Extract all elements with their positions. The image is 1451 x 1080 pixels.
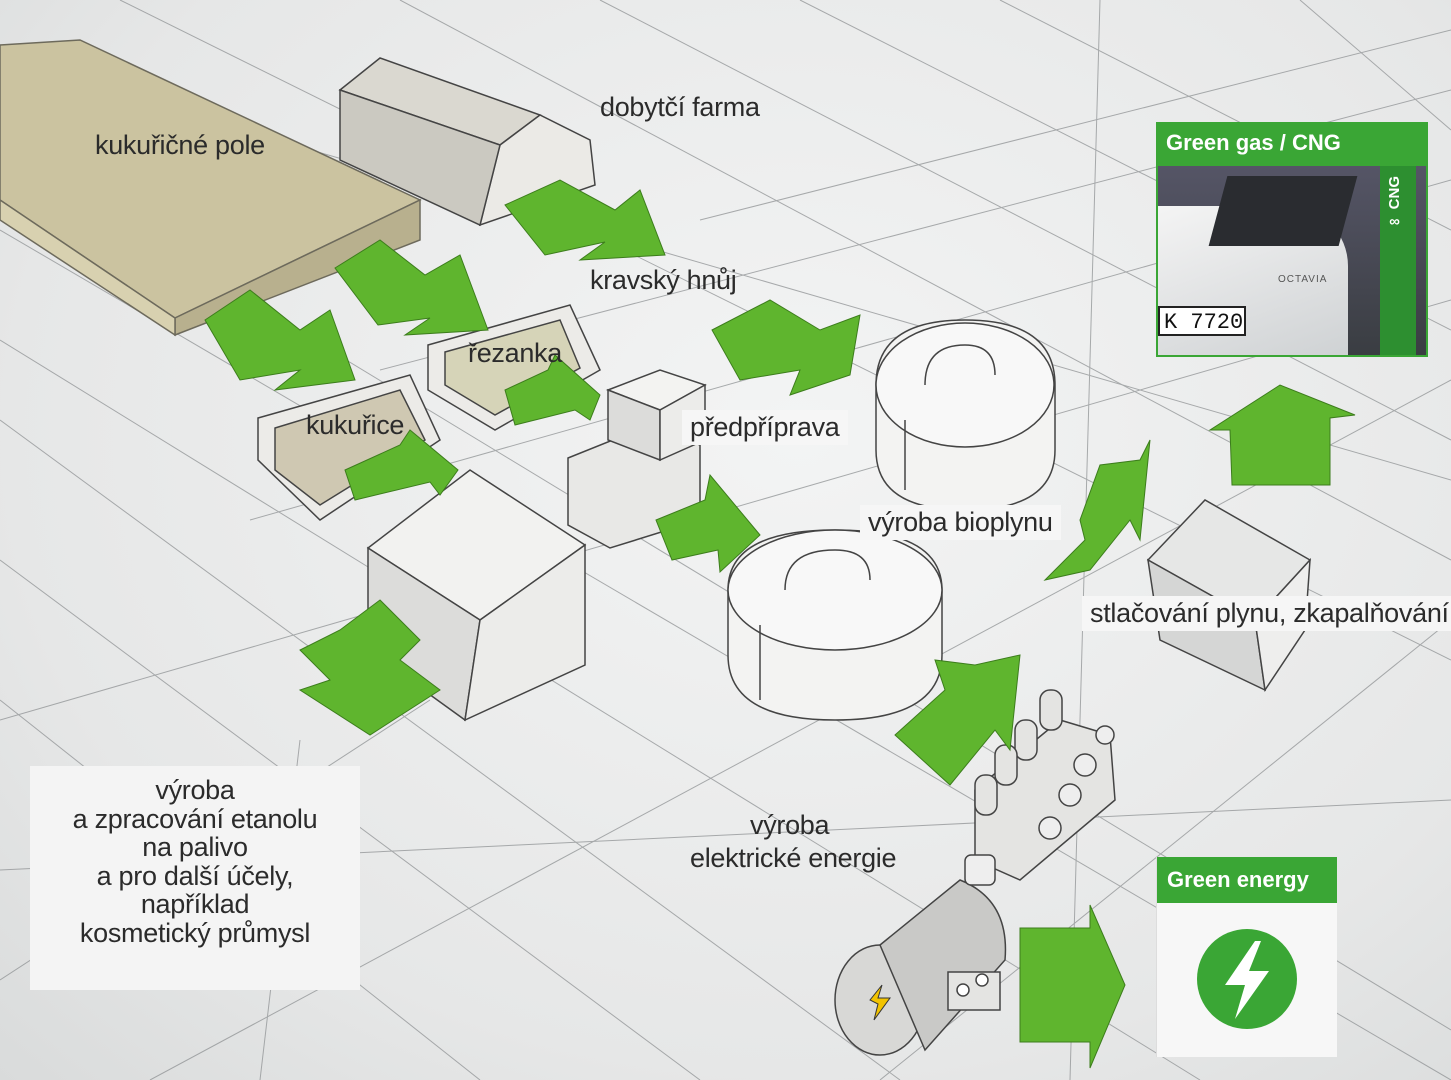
ethanol-line-4: a pro další účely,	[96, 860, 294, 891]
biogas-production-label: výroba bioplynu	[860, 505, 1061, 540]
electricity-production-label-line2: elektrické energie	[690, 843, 897, 873]
electric-motor	[834, 854, 1007, 1056]
chaff-label: řezanka	[468, 338, 562, 368]
ethanol-line-1: výroba	[155, 775, 235, 805]
arrow-digester-to-compression	[1043, 439, 1151, 581]
cng-pump	[1380, 166, 1416, 355]
ethanol-line-2: a zpracování etanolu	[72, 803, 318, 834]
cattle-farm-label: dobytčí farma	[600, 92, 760, 122]
gas-compression-label: stlačování plynu, zkapalňování	[1082, 596, 1451, 631]
arrow-pretreat-to-digester	[655, 473, 761, 574]
corn-label: kukuřice	[306, 410, 405, 440]
chaff-bin	[427, 304, 601, 431]
corn-bin	[257, 374, 441, 521]
lightning-bolt-icon	[1197, 929, 1297, 1029]
corn-field-slab	[0, 39, 422, 337]
gas-compression-block	[1146, 499, 1312, 693]
arrow-digester-to-engine	[894, 654, 1021, 786]
cng-pump-label: ∞ CNG	[1386, 176, 1403, 231]
cng-car-photo: OCTAVIA K 7720 ∞ CNG	[1158, 166, 1426, 355]
arrow-manure-to-digester	[711, 299, 861, 396]
arrow-field-to-corn	[204, 289, 356, 391]
electricity-production-label-line1: výroba	[750, 810, 830, 840]
ethanol-factory-block	[366, 469, 587, 722]
arrow-chaff-out	[504, 354, 601, 426]
ethanol-line-5: například	[140, 889, 250, 919]
arrow-field-to-chaff	[334, 239, 489, 336]
ethanol-production-box: výroba a zpracování etanolu na palivo a …	[30, 766, 360, 990]
car-model-badge: OCTAVIA	[1278, 274, 1328, 285]
arrow-ethanol-out	[298, 599, 441, 736]
pretreatment-label: předpříprava	[682, 410, 848, 445]
green-gas-title: Green gas / CNG	[1166, 130, 1341, 155]
flow-arrows	[204, 179, 1356, 1069]
biogas-digester-lower	[727, 529, 943, 721]
ethanol-line-6: kosmetický průmysl	[79, 917, 311, 948]
green-energy-title: Green energy	[1157, 857, 1337, 903]
corn-field-label: kukuřičné pole	[95, 130, 265, 160]
ethanol-line-3: na palivo	[142, 832, 248, 862]
arrow-corn-out	[344, 429, 459, 501]
license-plate: K 7720	[1158, 306, 1246, 336]
biogas-digester-upper	[875, 319, 1056, 511]
arrow-farm-to-manure	[504, 179, 666, 261]
green-energy-card: Green energy	[1156, 857, 1337, 1057]
cow-manure-label: kravský hnůj	[590, 265, 737, 295]
cattle-farm-building	[338, 57, 596, 227]
green-gas-card: Green gas / CNG OCTAVIA K 7720 ∞ CNG	[1156, 122, 1428, 357]
engine-block	[974, 689, 1116, 881]
arrow-motor-to-energy	[1019, 904, 1126, 1069]
arrow-compression-up	[1208, 384, 1356, 486]
car-window	[1208, 176, 1358, 246]
